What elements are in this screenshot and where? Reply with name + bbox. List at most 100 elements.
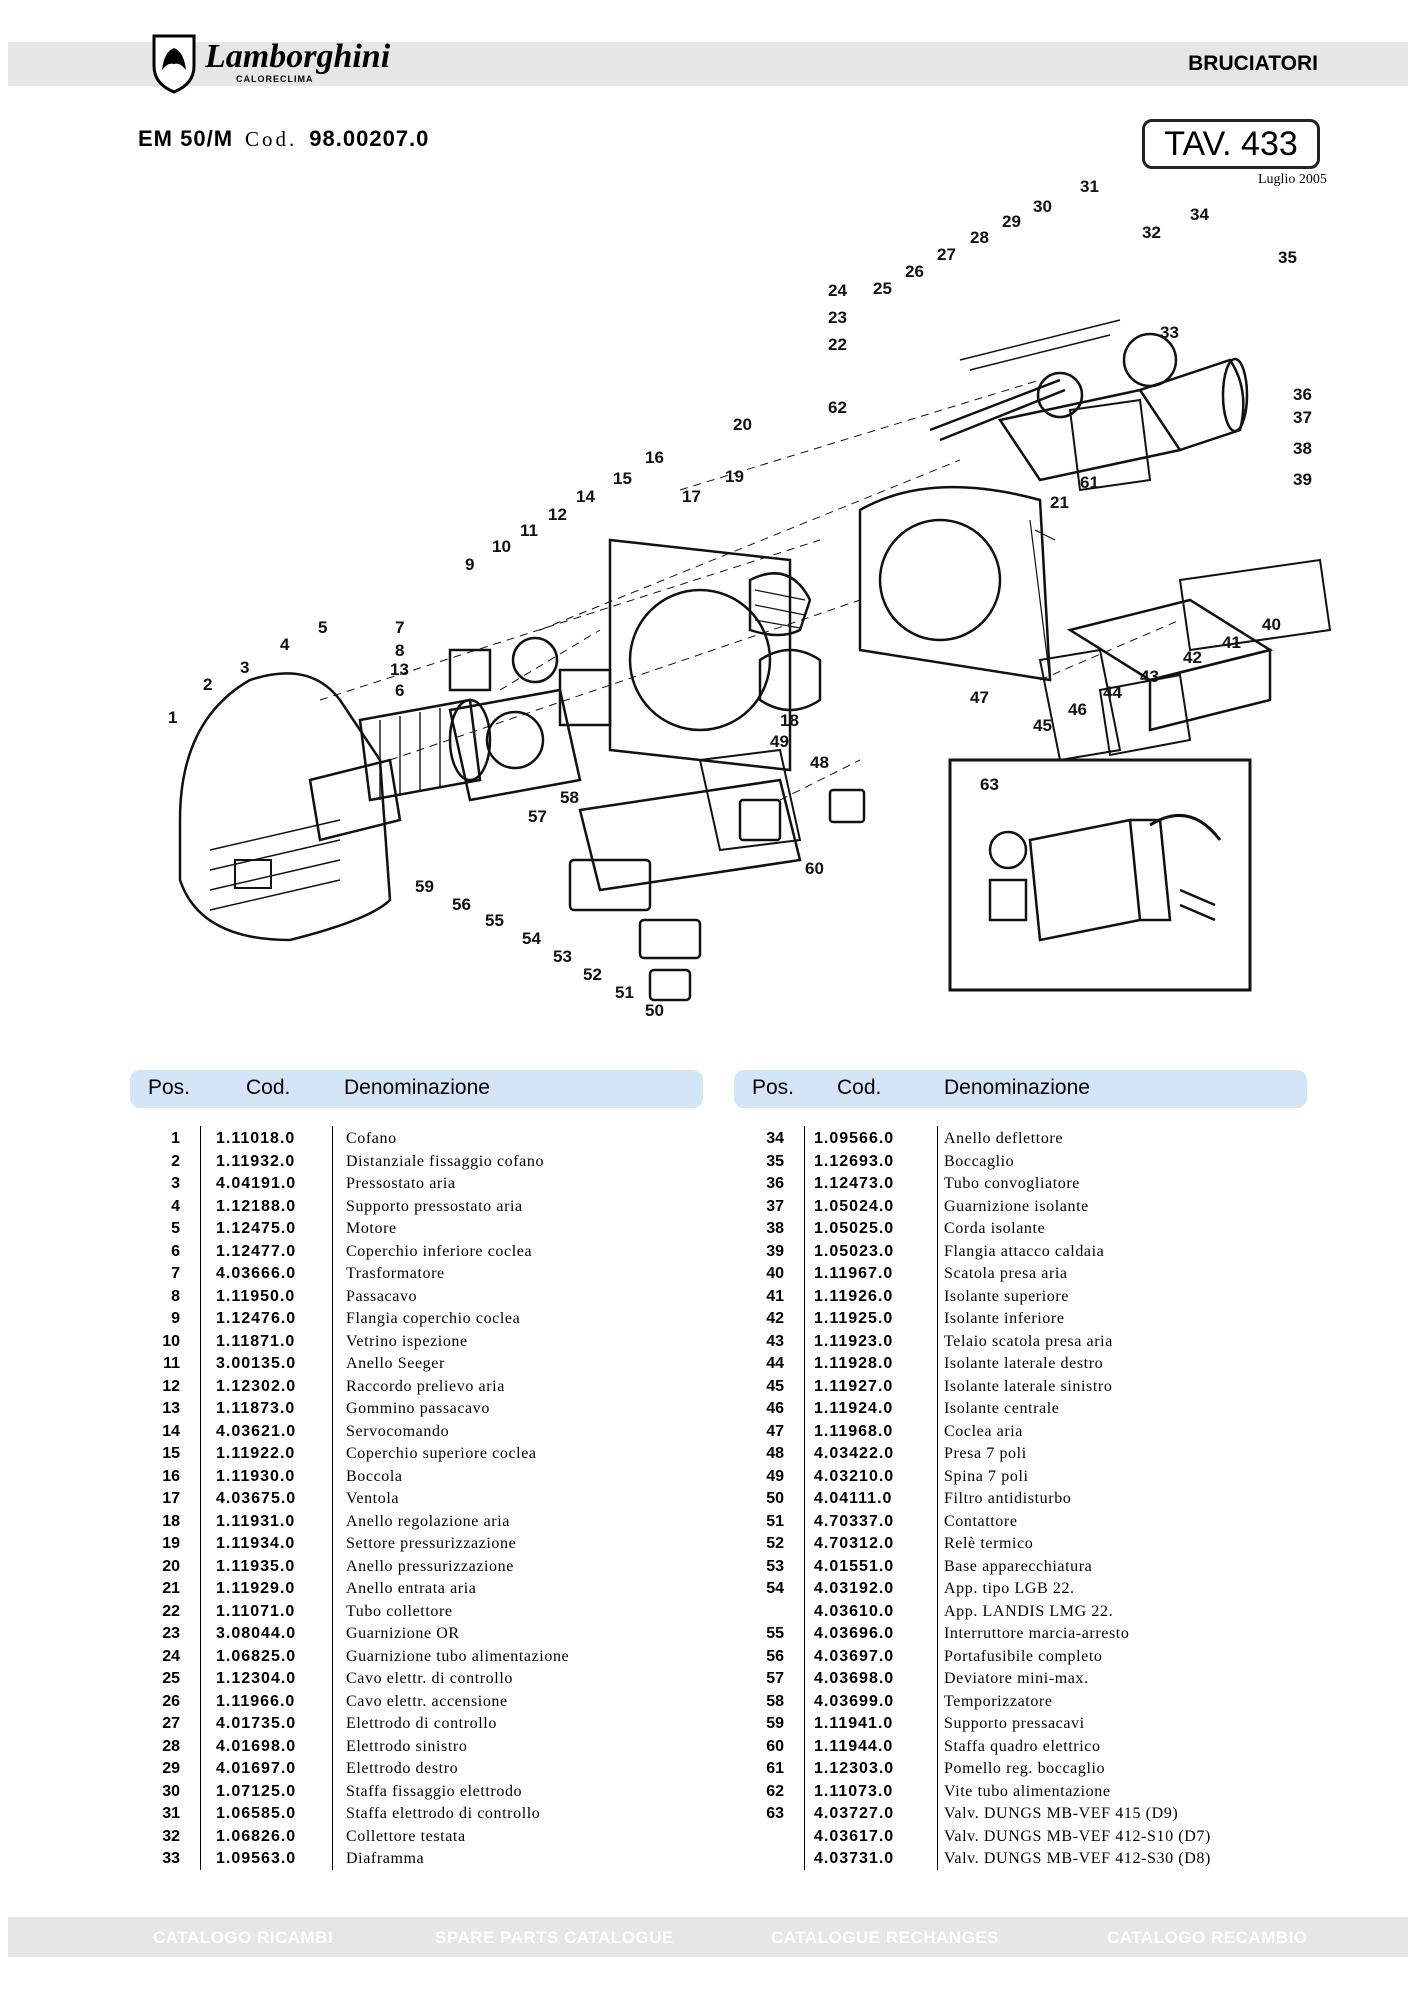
part-code: 1.09563.0	[216, 1850, 297, 1867]
part-code: 4.01735.0	[216, 1715, 297, 1732]
part-label: 7	[395, 618, 404, 637]
part-label: 12	[548, 505, 567, 524]
part-description: Contattore	[944, 1512, 1018, 1530]
part-code: 1.11967.0	[814, 1265, 894, 1282]
part-label: 61	[1080, 473, 1099, 492]
part-code: 4.70337.0	[814, 1512, 895, 1530]
part-label: 56	[452, 895, 471, 914]
part-position: 46	[766, 1400, 784, 1417]
table-header-left: Pos. Cod. Denominazione	[130, 1070, 703, 1108]
part-description: Distanziale fissaggio cofano	[346, 1152, 545, 1170]
part-description: Boccola	[346, 1467, 403, 1485]
part-description: Cofano	[346, 1130, 397, 1147]
part-description: Anello deflettore	[944, 1130, 1064, 1147]
part-position: 32	[162, 1827, 180, 1845]
part-description: Presa 7 poli	[944, 1445, 1027, 1462]
part-position: 20	[162, 1557, 180, 1575]
header-den: Denominazione	[944, 1076, 1090, 1099]
part-position: 35	[766, 1152, 784, 1170]
part-code: 1.11930.0	[216, 1467, 296, 1485]
part-code: 1.11018.0	[216, 1130, 296, 1147]
part-code: 1.09566.0	[814, 1130, 895, 1147]
part-description: Cavo elettr. accensione	[346, 1692, 508, 1710]
part-description: Coperchio superiore coclea	[346, 1445, 537, 1462]
part-position: 21	[162, 1580, 180, 1597]
part-code: 1.11929.0	[216, 1580, 296, 1597]
header-bar	[8, 42, 1408, 86]
part-code: 1.11935.0	[216, 1557, 296, 1575]
part-code: 4.03697.0	[814, 1647, 895, 1665]
part-label: 54	[522, 929, 541, 948]
part-description: Ventola	[346, 1490, 400, 1507]
part-label: 27	[937, 245, 956, 264]
part-description: Valv. DUNGS MB-VEF 415 (D9)	[944, 1805, 1179, 1822]
header-pos: Pos.	[148, 1076, 191, 1099]
part-label: 52	[583, 965, 602, 984]
part-code: 1.11923.0	[814, 1332, 894, 1350]
part-code: 1.11928.0	[814, 1355, 894, 1372]
diagram-part-labels: 1 2 3 4 5 6 7 8 9 10 11 12 13 14 15 16 1…	[168, 177, 1312, 1020]
part-code: 3.00135.0	[216, 1355, 297, 1372]
part-code: 1.06585.0	[216, 1805, 297, 1822]
table-number-badge: TAV. 433	[1142, 119, 1320, 169]
part-position: 45	[766, 1377, 784, 1395]
cover-part	[178, 672, 392, 942]
part-code: 1.12304.0	[216, 1670, 297, 1687]
part-code: 4.03617.0	[814, 1827, 895, 1845]
part-description: Vite tubo alimentazione	[944, 1782, 1111, 1800]
part-description: Isolante inferiore	[944, 1310, 1065, 1327]
part-code: 1.11924.0	[814, 1400, 894, 1417]
part-label: 1	[168, 708, 177, 727]
part-label: 9	[465, 555, 474, 574]
table-header-right: Pos. Cod. Denominazione	[734, 1070, 1307, 1108]
part-description: Isolante superiore	[944, 1287, 1069, 1305]
part-label: 5	[318, 618, 327, 637]
part-code: 1.12477.0	[216, 1242, 297, 1260]
column-divider	[332, 1126, 333, 1870]
part-code: 1.11968.0	[814, 1422, 894, 1440]
part-label: 17	[682, 487, 701, 506]
part-code: 4.03192.0	[814, 1580, 895, 1597]
part-description: Flangia attacco caldaia	[944, 1242, 1105, 1260]
part-code: 4.04111.0	[814, 1490, 893, 1507]
part-description: App. tipo LGB 22.	[944, 1580, 1075, 1597]
part-description: Flangia coperchio coclea	[346, 1310, 521, 1327]
part-label: 3	[240, 658, 249, 677]
part-label: 60	[805, 859, 824, 878]
edition-date: Luglio 2005	[1258, 172, 1327, 187]
part-position: 51	[766, 1512, 784, 1530]
part-position: 42	[766, 1310, 784, 1327]
part-description: Anello pressurizzazione	[346, 1557, 514, 1575]
part-description: Scatola presa aria	[944, 1265, 1068, 1282]
part-label: 58	[560, 788, 579, 807]
table-row: 20 1.11935.0 Anello pressurizzazione	[130, 1556, 690, 1579]
part-position: 47	[766, 1422, 784, 1440]
part-label: 48	[810, 753, 829, 772]
part-label: 19	[725, 467, 744, 486]
part-label: 44	[1103, 683, 1122, 702]
footer-label: CATALOGUE RECHANGES	[771, 1928, 999, 1947]
